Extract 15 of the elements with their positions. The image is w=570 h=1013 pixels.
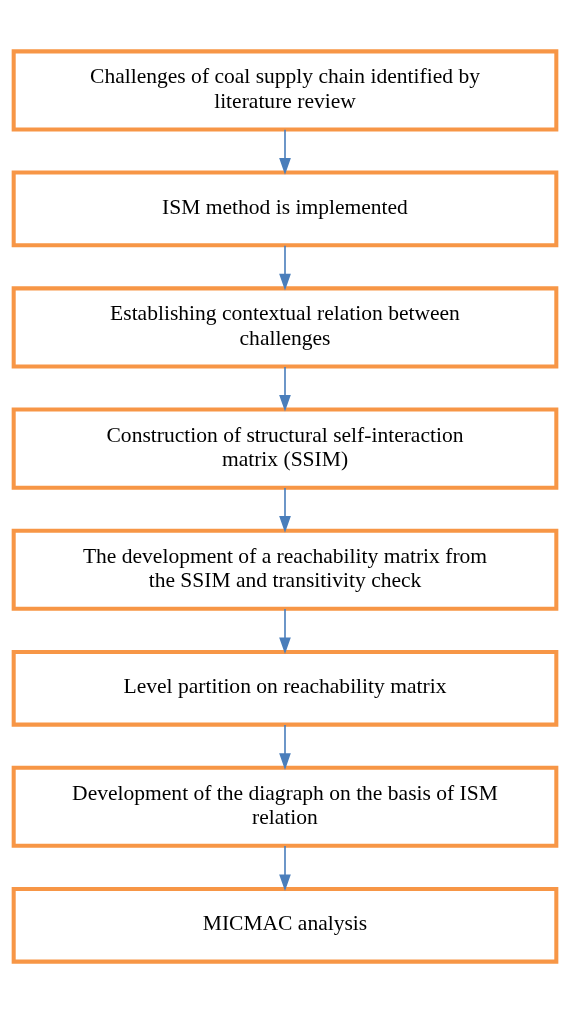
node-box: Challenges of coal supply chain identified by literature review bbox=[11, 49, 559, 132]
arrow bbox=[279, 845, 291, 892]
node-box: The development of a reachability matrix from the SSIM and transitivity check bbox=[11, 528, 559, 611]
node-box: ISM method is implemented bbox=[11, 170, 559, 248]
node-box: Level partition on reachability matrix bbox=[11, 649, 559, 727]
node-box: Construction of structural self-interaction matrix (SSIM) bbox=[11, 407, 559, 490]
node-box: Development of the diagraph on the basis of ISM relation bbox=[11, 765, 559, 848]
node-box: MICMAC analysis bbox=[11, 886, 559, 964]
arrow bbox=[279, 366, 291, 412]
arrow bbox=[279, 128, 291, 175]
arrow bbox=[279, 487, 291, 533]
arrow bbox=[279, 608, 291, 655]
node-box: Establishing contextual relation between challenges bbox=[11, 286, 559, 369]
arrow bbox=[279, 244, 291, 291]
arrow bbox=[279, 724, 291, 770]
